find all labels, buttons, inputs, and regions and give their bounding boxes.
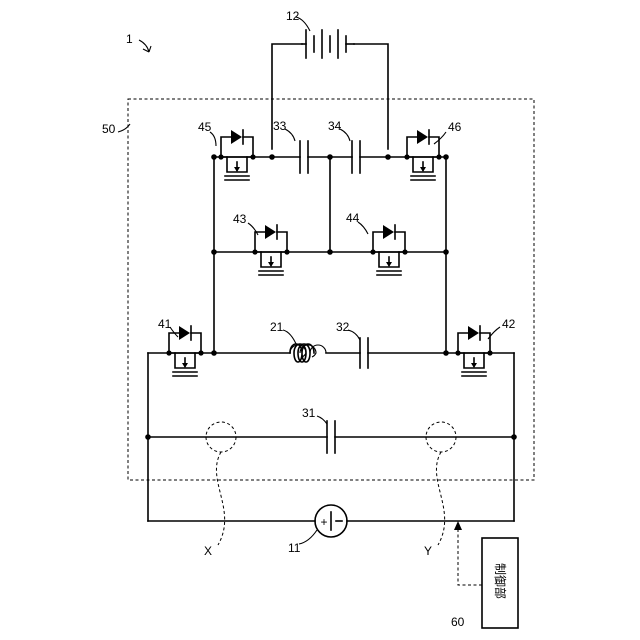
- controller-label: 制御部: [493, 563, 508, 599]
- ref-sw-left: 41: [158, 317, 172, 331]
- ref-cap-upper-left: 33: [273, 119, 287, 133]
- control-signal-arrow: [454, 521, 462, 530]
- point-y-leader: [436, 452, 444, 545]
- ref-controller: 60: [451, 615, 465, 629]
- control-signal-line: [458, 527, 482, 585]
- ref-battery: 12: [286, 9, 300, 23]
- switch-41: [166, 326, 203, 376]
- point-x-leader: [216, 452, 224, 545]
- ref-sw-mid-left: 43: [233, 212, 247, 226]
- switch-43: [252, 225, 289, 275]
- switch-44: [370, 225, 407, 275]
- dc-source-loop: +: [148, 505, 514, 537]
- ref-module: 50: [102, 122, 116, 136]
- ref-cap-main: 31: [302, 406, 316, 420]
- reference-leaders: [118, 17, 500, 544]
- ref-sw-top-left: 45: [198, 120, 212, 134]
- ref-sw-top-right: 46: [448, 120, 462, 134]
- junction-dots: [145, 154, 517, 440]
- ref-sw-mid-right: 44: [346, 211, 360, 225]
- capacitor-31-row: [148, 421, 514, 453]
- label-point-y: Y: [424, 544, 432, 558]
- switch-46: [404, 130, 441, 180]
- ref-device: 1: [126, 32, 133, 46]
- label-point-x: X: [204, 544, 212, 558]
- ref-sw-right: 42: [502, 317, 516, 331]
- ref-cap-series: 32: [336, 320, 350, 334]
- source-plus-sign: +: [320, 515, 327, 529]
- switch-42: [455, 326, 492, 376]
- ref-inductor: 21: [270, 320, 284, 334]
- ref-dc-source: 11: [288, 541, 301, 555]
- switch-45: [218, 130, 255, 180]
- ref-cap-upper-right: 34: [328, 119, 342, 133]
